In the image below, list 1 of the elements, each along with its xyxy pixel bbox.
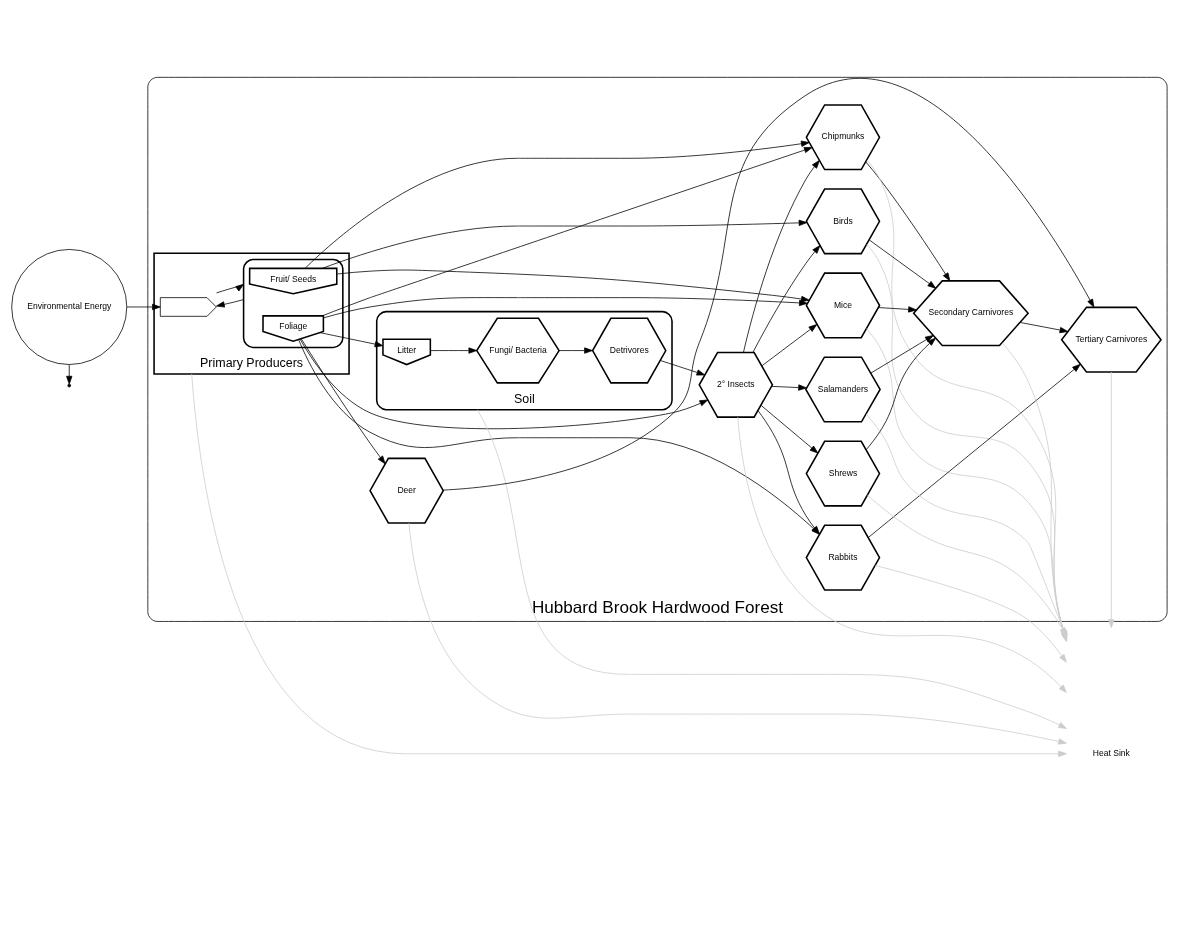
node-text: Heat Sink bbox=[1092, 747, 1130, 758]
